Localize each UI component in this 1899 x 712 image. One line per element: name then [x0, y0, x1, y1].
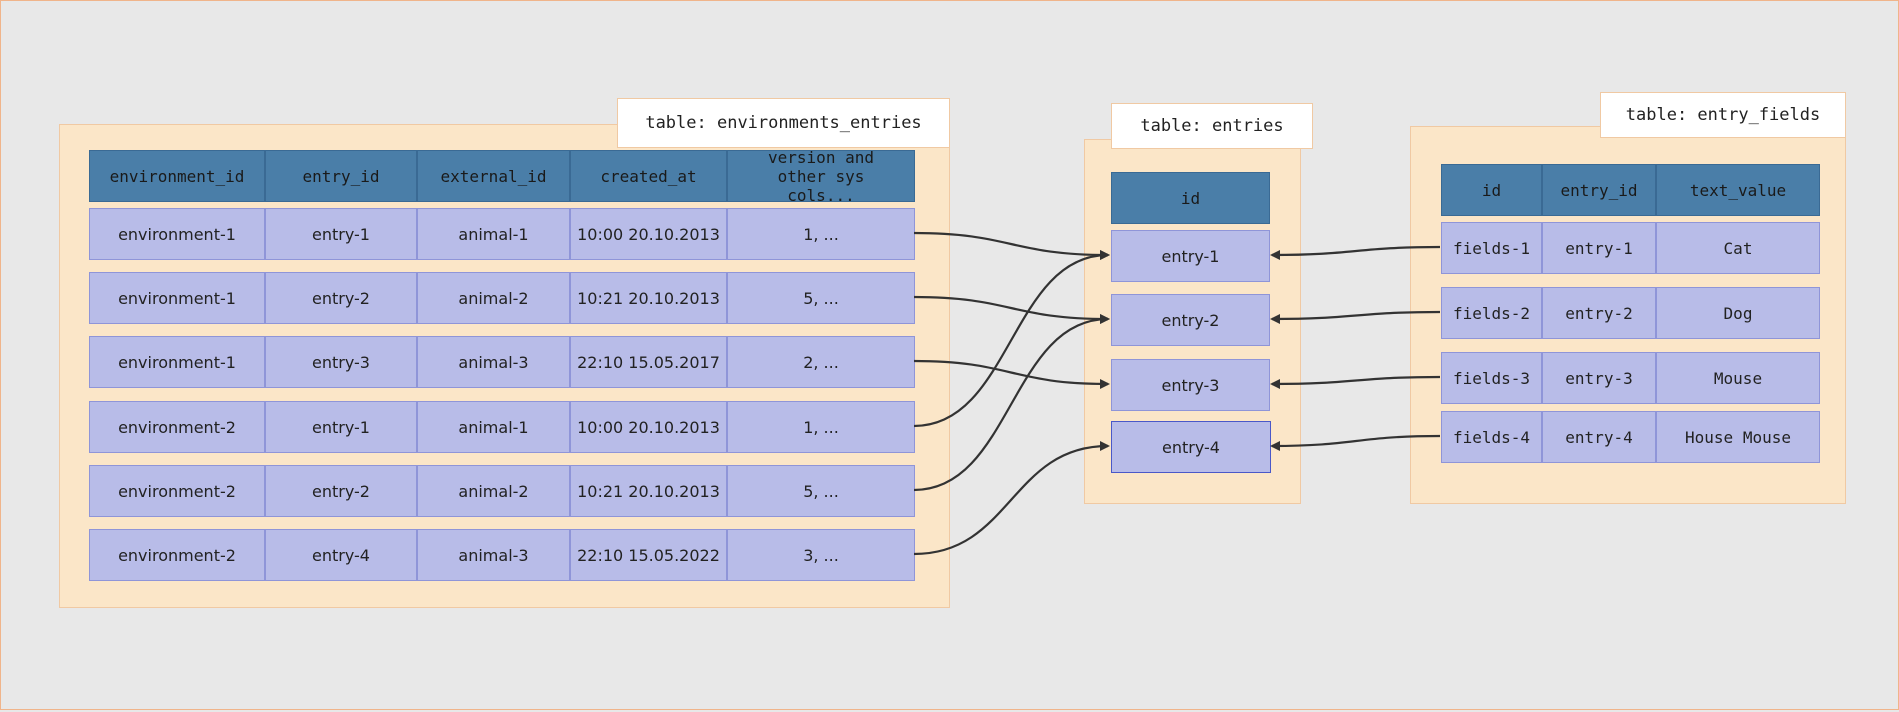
header-text-value: text_value — [1656, 164, 1820, 216]
table-title-entry-fields: table: entry_fields — [1600, 92, 1846, 138]
table-row-cell: entry-1 — [265, 401, 417, 453]
entries-row-cell: entry-2 — [1111, 294, 1270, 346]
fields-row-cell: Mouse — [1656, 352, 1820, 404]
table-title-entries: table: entries — [1111, 103, 1313, 149]
fields-row-cell: Cat — [1656, 222, 1820, 274]
table-row-cell: environment-1 — [89, 336, 265, 388]
table-row-cell: 5, ... — [727, 272, 915, 324]
entries-row-cell: entry-3 — [1111, 359, 1270, 411]
header-created-at: created_at — [570, 150, 727, 202]
fields-row-cell: fields-3 — [1441, 352, 1542, 404]
header-version-sys-cols: version and other sys cols... — [727, 148, 915, 205]
fields-row-cell: entry-3 — [1542, 352, 1656, 404]
table-row-cell: 22:10 15.05.2022 — [570, 529, 727, 581]
fields-row-cell: fields-1 — [1441, 222, 1542, 274]
table-row-cell: 10:21 20.10.2013 — [570, 465, 727, 517]
fields-row-cell: fields-2 — [1441, 287, 1542, 339]
fields-row-cell: House Mouse — [1656, 411, 1820, 463]
table-row-cell: animal-1 — [417, 208, 570, 260]
table-row-cell: 5, ... — [727, 465, 915, 517]
table-row-cell: animal-2 — [417, 272, 570, 324]
fields-row-cell: Dog — [1656, 287, 1820, 339]
table-row-cell: 3, ... — [727, 529, 915, 581]
table-row-cell: environment-2 — [89, 465, 265, 517]
table-row-cell: 10:00 20.10.2013 — [570, 401, 727, 453]
entries-row-cell: entry-1 — [1111, 230, 1270, 282]
header-external-id: external_id — [417, 150, 570, 202]
table-row-cell: 10:21 20.10.2013 — [570, 272, 727, 324]
fields-row-cell: entry-1 — [1542, 222, 1656, 274]
table-row-cell: environment-1 — [89, 272, 265, 324]
table-row-cell: 22:10 15.05.2017 — [570, 336, 727, 388]
table-row-cell: animal-2 — [417, 465, 570, 517]
fields-row-cell: fields-4 — [1441, 411, 1542, 463]
table-row-cell: 1, ... — [727, 401, 915, 453]
table-row-cell: environment-2 — [89, 401, 265, 453]
header-environment-id: environment_id — [89, 150, 265, 202]
header-fields-entry-id: entry_id — [1542, 164, 1656, 216]
table-row-cell: entry-2 — [265, 465, 417, 517]
table-row-cell: entry-2 — [265, 272, 417, 324]
table-title-environments-entries: table: environments_entries — [617, 98, 950, 148]
table-row-cell: animal-1 — [417, 401, 570, 453]
table-row-cell: 10:00 20.10.2013 — [570, 208, 727, 260]
fields-row-cell: entry-4 — [1542, 411, 1656, 463]
table-row-cell: entry-4 — [265, 529, 417, 581]
table-row-cell: environment-2 — [89, 529, 265, 581]
table-row-cell: entry-3 — [265, 336, 417, 388]
table-row-cell: animal-3 — [417, 336, 570, 388]
header-fields-id: id — [1441, 164, 1542, 216]
table-row-cell: 1, ... — [727, 208, 915, 260]
table-row-cell: animal-3 — [417, 529, 570, 581]
table-row-cell: entry-1 — [265, 208, 417, 260]
header-id: id — [1111, 172, 1270, 224]
fields-row-cell: entry-2 — [1542, 287, 1656, 339]
entries-row-cell: entry-4 — [1111, 421, 1271, 473]
table-row-cell: 2, ... — [727, 336, 915, 388]
header-entry-id: entry_id — [265, 150, 417, 202]
table-row-cell: environment-1 — [89, 208, 265, 260]
